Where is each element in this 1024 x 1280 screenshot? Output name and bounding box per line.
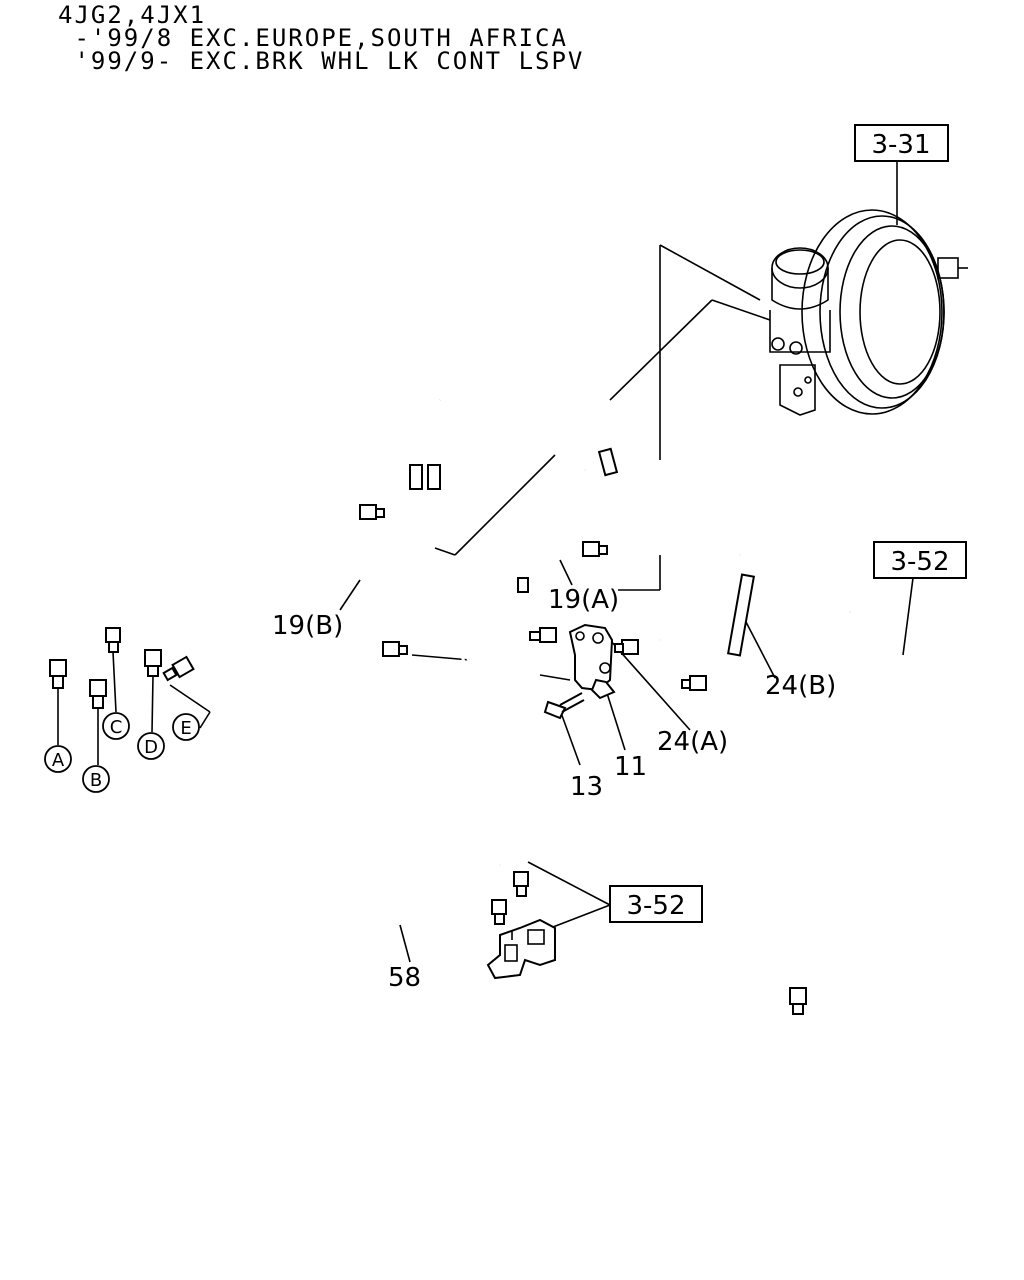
label-19a: 19(A) xyxy=(548,585,619,615)
leader-lines xyxy=(169,162,914,963)
circle-e-text: E xyxy=(180,718,191,739)
header-line-3: '99/9- EXC.BRK WHL LK CONT LSPV xyxy=(58,47,585,75)
brake-pipe-bundle xyxy=(56,336,972,991)
ref-box-3-52-bottom: 3-52 xyxy=(609,885,703,923)
fittings xyxy=(49,447,807,1015)
proportioning-valve xyxy=(568,623,616,700)
circle-c: C xyxy=(102,651,130,740)
label-24a: 24(A) xyxy=(657,727,728,757)
label-19b: 19(B) xyxy=(272,611,343,641)
label-13: 13 xyxy=(570,772,603,802)
circle-a: A xyxy=(44,688,72,773)
circle-d: D xyxy=(137,675,165,760)
label-11: 11 xyxy=(614,752,647,782)
label-24b: 24(B) xyxy=(765,671,836,701)
circle-e: E xyxy=(172,713,200,741)
circle-c-text: C xyxy=(110,717,123,738)
header-line-2: -'99/8 EXC.EUROPE,SOUTH AFRICA xyxy=(58,24,568,52)
circle-d-text: D xyxy=(144,737,158,758)
junction-bracket xyxy=(486,918,556,980)
ref-box-3-52-right: 3-52 xyxy=(873,541,967,579)
circle-b-text: B xyxy=(90,770,102,791)
header-line-1: 4JG2,4JX1 xyxy=(58,1,207,29)
applicability-header: 4JG2,4JX1 -'99/8 EXC.EUROPE,SOUTH AFRICA… xyxy=(58,1,585,75)
ref-box-3-31: 3-31 xyxy=(854,124,949,162)
ref-3-31-text: 3-31 xyxy=(871,130,930,160)
ref-3-52-bottom-text: 3-52 xyxy=(626,891,685,921)
brake-booster-assembly xyxy=(769,209,968,416)
label-58: 58 xyxy=(388,963,421,993)
circle-b: B xyxy=(82,708,110,793)
circle-a-text: A xyxy=(52,750,65,771)
ref-3-52-right-text: 3-52 xyxy=(890,547,949,577)
mounting-bolt xyxy=(543,692,585,720)
